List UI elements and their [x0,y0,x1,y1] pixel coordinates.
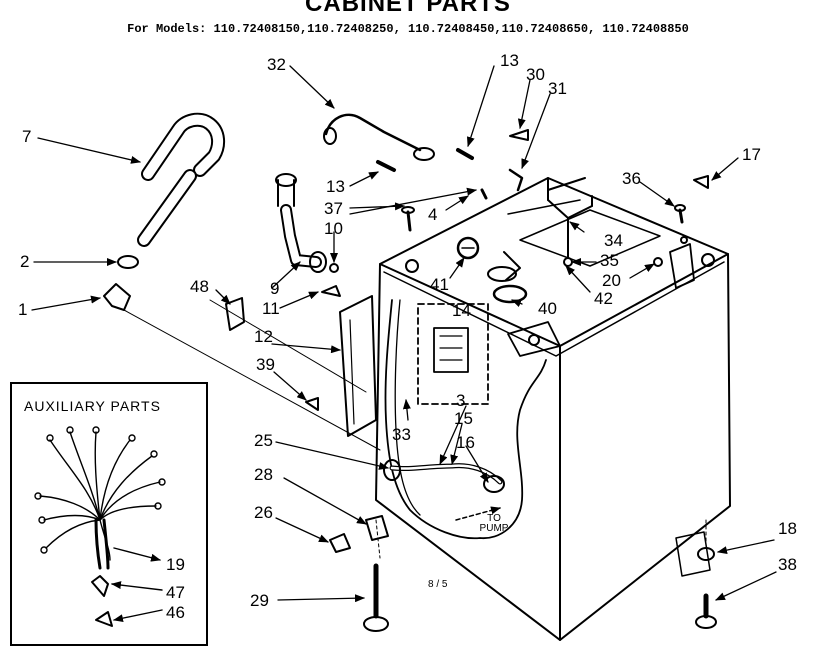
page-reference: 8 / 5 [428,579,448,590]
callout-14: 14 [452,301,471,320]
callout-4: 4 [428,205,438,224]
callout-30: 30 [526,65,545,84]
callout-25: 25 [254,431,273,450]
callout-29: 29 [250,591,269,610]
to-pump-note: TO PUMP [479,513,509,534]
callout-13-top: 13 [500,51,519,70]
callout-1: 1 [18,300,28,319]
callout-33: 33 [392,425,411,444]
diagram-title: CABINET PARTS [305,0,511,17]
callout-20: 20 [602,271,621,290]
callout-32: 32 [267,55,286,74]
callout-9: 9 [270,279,280,298]
callout-38: 38 [778,555,797,574]
callout-28: 28 [254,465,273,484]
callout-10: 10 [324,219,343,238]
callout-7: 7 [22,127,32,146]
callout-48: 48 [190,277,209,296]
callout-16: 16 [456,433,475,452]
callout-47: 47 [166,583,185,602]
auxiliary-parts-title: AUXILIARY PARTS [24,398,161,414]
cabinet-body [375,177,731,641]
callout-18: 18 [778,519,797,538]
callout-15: 15 [454,409,473,428]
callout-36: 36 [622,169,641,188]
callout-3: 3 [456,391,466,410]
callout-2: 2 [20,252,30,271]
callout-35: 35 [600,251,619,270]
callout-46: 46 [166,603,185,622]
callout-17: 17 [742,145,761,164]
callout-41-top: 41 [430,275,449,294]
callout-40: 40 [538,299,557,318]
auxiliary-parts-box: AUXILIARY PARTS [10,382,208,646]
model-list: For Models: 110.72408150,110.72408250, 1… [127,22,689,36]
callout-34: 34 [604,231,623,250]
callout-19: 19 [166,555,185,574]
callout-31: 31 [548,79,567,98]
callout-37: 37 [324,199,343,218]
callout-13: 13 [326,177,345,196]
callout-26: 26 [254,503,273,522]
callout-12: 12 [254,327,273,346]
callout-42: 42 [594,289,613,308]
callout-11: 11 [262,299,280,318]
callout-39: 39 [256,355,275,374]
